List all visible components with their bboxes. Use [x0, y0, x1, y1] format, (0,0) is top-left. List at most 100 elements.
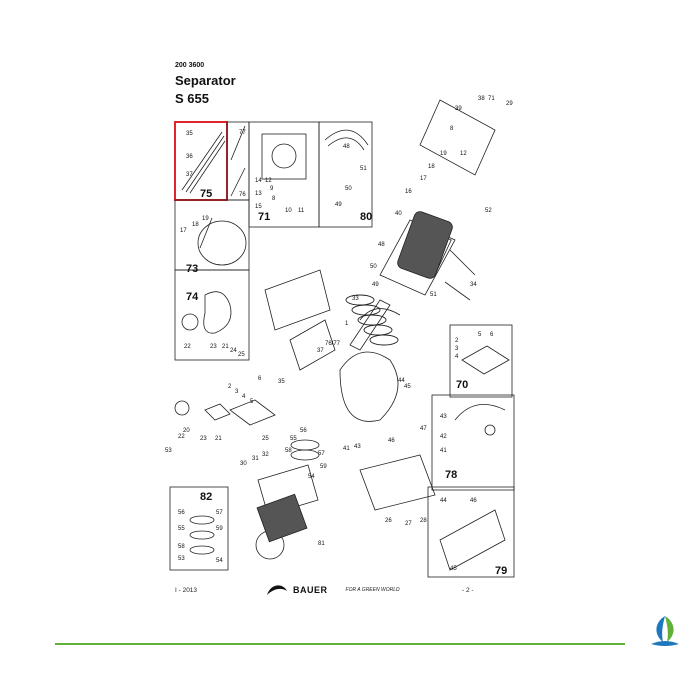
callout-21: 21: [222, 344, 229, 350]
callout-25: 25: [238, 352, 245, 358]
callout-55: 55: [290, 436, 297, 442]
callout-12: 12: [265, 178, 272, 184]
callout-48: 48: [378, 242, 385, 248]
callout-53: 53: [178, 556, 185, 562]
callout-50: 50: [370, 264, 377, 270]
part-callouts: 35 36 37 14 12 13 15 9 8 10 11 48 51 50 …: [165, 96, 513, 572]
callout-46: 46: [388, 438, 395, 444]
callout-27: 27: [405, 521, 412, 527]
panel-label-73: 73: [186, 263, 198, 275]
callout-20: 20: [183, 428, 190, 434]
callout-21: 21: [215, 436, 222, 442]
screw-spring-shape: [345, 294, 399, 346]
callout-45: 45: [450, 566, 457, 572]
callout-18: 18: [192, 222, 199, 228]
document-number: 200 3600: [175, 62, 205, 69]
callout-12: 12: [460, 151, 467, 157]
callout-33: 33: [352, 296, 359, 302]
callout-13: 13: [255, 191, 262, 197]
callout-17: 17: [180, 228, 187, 234]
callout-59: 59: [320, 464, 327, 470]
callout-28: 28: [420, 518, 427, 524]
callout-52: 52: [485, 208, 492, 214]
callout-22: 22: [178, 434, 185, 440]
callout-55: 55: [178, 526, 185, 532]
callout-42: 42: [440, 434, 447, 440]
panel-label-82: 82: [200, 491, 212, 503]
callout-37: 37: [317, 348, 324, 354]
callout-31: 31: [252, 456, 259, 462]
panel-label-79: 79: [495, 565, 507, 577]
callout-45: 45: [404, 384, 411, 390]
callout-58: 58: [285, 448, 292, 454]
leaf-logo-icon: [651, 616, 679, 646]
callout-4: 4: [242, 394, 246, 400]
callout-2: 2: [228, 384, 232, 390]
callout-30: 30: [240, 461, 247, 467]
callout-58: 58: [178, 544, 185, 550]
callout-14: 14: [255, 178, 262, 184]
callout-22: 22: [184, 344, 191, 350]
footer-date: I - 2013: [175, 587, 198, 594]
callout-47: 47: [420, 426, 427, 432]
callout-48: 48: [343, 144, 350, 150]
callout-4: 4: [455, 354, 459, 360]
callout-3: 3: [455, 346, 459, 352]
callout-53: 53: [165, 448, 172, 454]
callout-49: 49: [372, 282, 379, 288]
callout-35: 35: [186, 131, 193, 137]
callout-19: 19: [202, 216, 209, 222]
panel-label-71: 71: [258, 211, 270, 223]
callout-57: 57: [318, 451, 325, 457]
callout-57: 57: [216, 510, 223, 516]
callout-6: 6: [490, 332, 494, 338]
callout-9: 9: [270, 186, 274, 192]
callout-41: 41: [440, 448, 447, 454]
callout-71: 71: [488, 96, 495, 102]
panel-label-76: 76: [239, 192, 246, 198]
callout-76-77: 76/77: [325, 341, 341, 347]
callout-17: 17: [420, 176, 427, 182]
callout-50: 50: [345, 186, 352, 192]
panel-label-77: 77: [239, 130, 246, 136]
panel-label-74: 74: [186, 291, 199, 303]
callout-15: 15: [255, 204, 262, 210]
motor-shape: [256, 493, 308, 543]
callout-19: 19: [440, 151, 447, 157]
callout-40: 40: [395, 211, 402, 217]
callout-39: 39: [455, 106, 462, 112]
callout-56: 56: [300, 428, 307, 434]
footer-page-number: - 2 -: [462, 587, 474, 594]
callout-23: 23: [200, 436, 207, 442]
callout-18: 18: [428, 164, 435, 170]
callout-32: 32: [262, 452, 269, 458]
brand-logo: BAUER FOR A GREEN WORLD: [265, 580, 400, 600]
callout-54: 54: [308, 474, 315, 480]
callout-51: 51: [430, 292, 437, 298]
brand-name: BAUER: [293, 585, 328, 595]
callout-54: 54: [216, 558, 223, 564]
callout-10: 10: [285, 208, 292, 214]
callout-8: 8: [450, 126, 454, 132]
callout-56: 56: [178, 510, 185, 516]
document-title: Separator: [175, 73, 236, 88]
panel-label-78: 78: [445, 469, 457, 481]
brand-slogan: FOR A GREEN WORLD: [345, 587, 400, 593]
panel-label-70: 70: [456, 379, 468, 391]
screen-basket-shape: [397, 211, 453, 279]
callout-34: 34: [470, 282, 477, 288]
callout-44: 44: [398, 378, 405, 384]
callout-1: 1: [345, 321, 349, 327]
callout-3: 3: [235, 389, 239, 395]
callout-46: 46: [470, 498, 477, 504]
callout-41: 41: [343, 446, 350, 452]
bauer-mark-icon: [267, 585, 287, 595]
callout-11: 11: [298, 208, 305, 214]
callout-44: 44: [440, 498, 447, 504]
callout-43: 43: [354, 444, 361, 450]
callout-38: 38: [478, 96, 485, 102]
model-name: S 655: [175, 91, 209, 106]
callout-36: 36: [186, 154, 193, 160]
panel-label-75: 75: [200, 188, 212, 200]
callout-23: 23: [210, 344, 217, 350]
